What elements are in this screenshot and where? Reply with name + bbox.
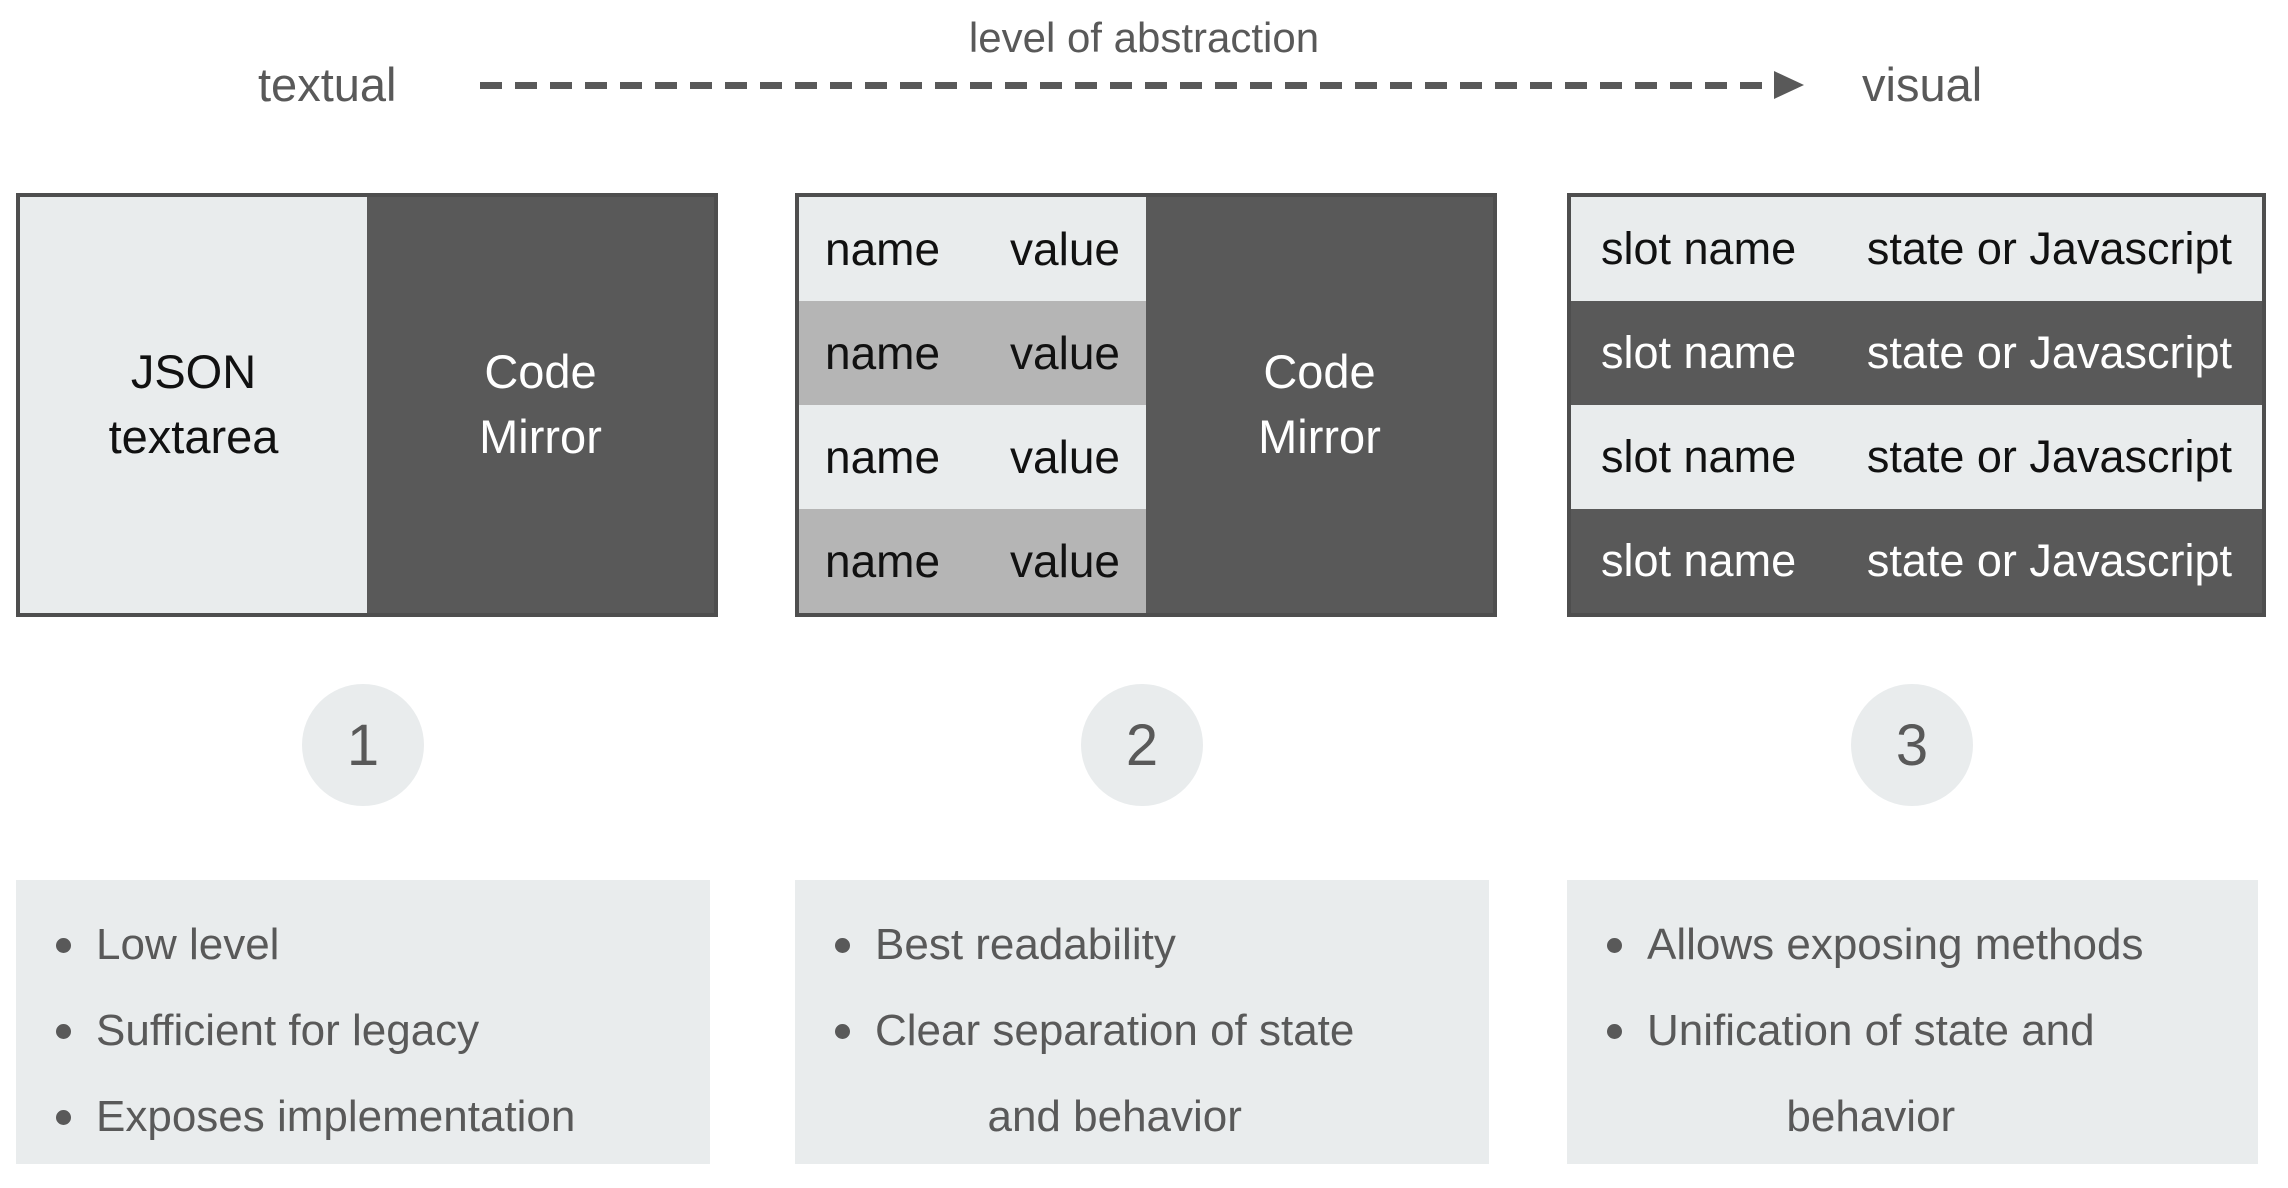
json-textarea-pane: JSON textarea [20,197,367,613]
table-row: name value [799,509,1146,613]
box-json-textarea: JSON textarea Code Mirror [16,193,718,617]
bullet-text: Exposes implementation [96,1091,576,1141]
axis-title: level of abstraction [968,14,1320,61]
name-value-table: name value name value name value name va… [799,197,1146,613]
list-item: Best readability [835,902,1453,988]
slot-name-cell: slot name [1601,431,1797,482]
bullet-icon [835,1023,850,1039]
table-row: name value [799,197,1146,301]
bullet-list: Low level Sufficient for legacy Exposes … [56,902,674,1159]
step-badge-3: 3 [1851,684,1973,806]
notes-panel-2: Best readability Clear separation of sta… [795,880,1489,1164]
bullet-text: Low level [96,920,280,969]
codemirror-label-2: Code Mirror [1258,345,1381,463]
axis-right-label: visual [1862,58,1983,111]
step-badge-2: 2 [1081,684,1203,806]
step-number: 2 [1125,712,1159,778]
table-row: slot name state or Javascript [1571,197,2262,301]
list-item: Exposes implementation [56,1074,674,1160]
bullet-icon [1607,938,1622,953]
arrow-right-icon [1774,71,1804,99]
list-item: Sufficient for legacy [56,988,674,1074]
bullet-list: Best readability Clear separation of sta… [835,902,1453,1159]
name-cell: name [825,223,941,275]
name-cell: name [825,327,941,379]
notes-panel-1: Low level Sufficient for legacy Exposes … [16,880,710,1164]
bullet-icon [1607,1023,1622,1039]
codemirror-label-1: Code Mirror [479,345,602,463]
slot-value-cell: state or Javascript [1866,535,2232,586]
bullet-icon [56,1023,71,1039]
slot-name-cell: slot name [1601,223,1797,274]
table-row: slot name state or Javascript [1571,405,2262,509]
bullet-text: Best readability [875,920,1176,969]
step-badge-1: 1 [302,684,424,806]
box-slot-table: slot name state or Javascript slot name … [1567,193,2266,617]
codemirror-pane-1: Code Mirror [367,197,714,613]
box-name-value-table: name value name value name value name va… [795,193,1497,617]
table-row: name value [799,301,1146,405]
list-item: Allows exposing methods [1607,902,2222,988]
step-number: 3 [1895,712,1929,778]
json-textarea-label: JSON textarea [108,345,279,463]
value-cell: value [1010,327,1120,379]
slot-name-cell: slot name [1601,535,1797,586]
name-cell: name [825,535,941,587]
value-cell: value [1010,431,1120,483]
list-item: Unification of state and behavior [1607,988,2222,1160]
bullet-text: Sufficient for legacy [96,1005,480,1055]
list-item: Clear separation of state and behavior [835,988,1453,1160]
value-cell: value [1010,223,1120,275]
table-row: slot name state or Javascript [1571,509,2262,613]
bullet-icon [835,938,850,953]
bullet-text: Allows exposing methods [1647,920,2144,969]
table-row: name value [799,405,1146,509]
name-cell: name [825,431,941,483]
slot-value-cell: state or Javascript [1866,223,2232,274]
step-number: 1 [346,712,380,778]
list-item: Low level [56,902,674,988]
bullet-icon [56,1109,71,1125]
bullet-text: Unification of state and behavior [1647,1005,2095,1141]
slot-name-cell: slot name [1601,327,1797,378]
bullet-text: Clear separation of state and behavior [875,1005,1355,1141]
notes-panel-3: Allows exposing methods Unification of s… [1567,880,2258,1164]
slot-value-cell: state or Javascript [1866,431,2232,482]
bullet-list: Allows exposing methods Unification of s… [1607,902,2222,1159]
bullet-icon [56,938,71,953]
dashed-axis-line [480,82,1776,89]
table-row: slot name state or Javascript [1571,301,2262,405]
axis-left-label: textual [258,58,397,111]
value-cell: value [1010,535,1120,587]
codemirror-pane-2: Code Mirror [1146,197,1493,613]
slot-value-cell: state or Javascript [1866,327,2232,378]
